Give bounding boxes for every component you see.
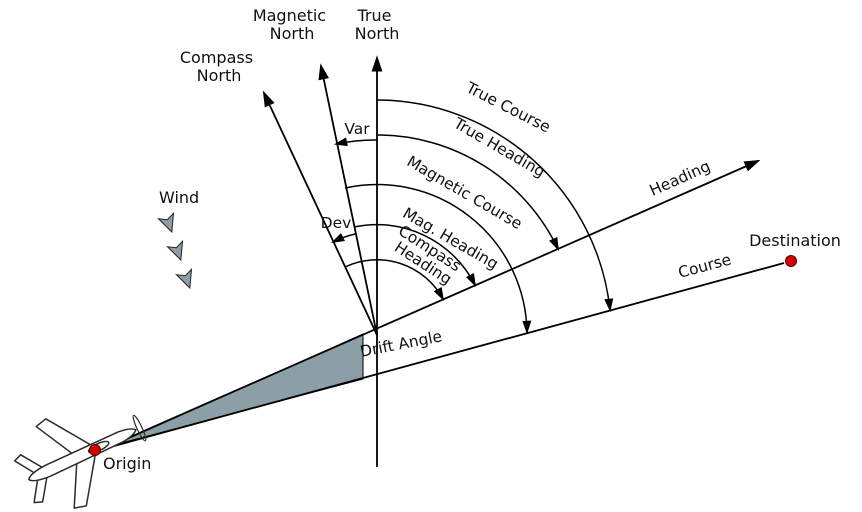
- airplane-propeller: [132, 414, 147, 442]
- destination-dot: [785, 255, 797, 267]
- wind-arrow-icon: [166, 239, 184, 262]
- course-label: Course: [676, 250, 733, 281]
- wind-arrow-icon: [157, 211, 175, 234]
- compass-north-label: Compass North: [180, 48, 258, 85]
- deviation-arc: [330, 232, 356, 244]
- magnetic-north-label: Magnetic North: [253, 6, 331, 43]
- origin-label: Origin: [103, 454, 151, 473]
- origin-dot: [89, 444, 101, 456]
- variation-arc: [333, 137, 378, 147]
- magnetic-course-arc: [344, 183, 532, 335]
- compass-north-line: [262, 90, 378, 336]
- wind-arrows-group: [157, 211, 193, 290]
- true-course-arc: [376, 99, 614, 313]
- drift-angle-label: Drift Angle: [359, 327, 444, 360]
- mag-heading-arc: [353, 223, 477, 288]
- deviation-label: Dev: [321, 214, 352, 232]
- wind-arrow-icon: [175, 267, 193, 290]
- destination-label: Destination: [749, 231, 841, 250]
- compass-heading-arc: [344, 259, 445, 301]
- heading-line: [102, 159, 761, 450]
- variation-label: Var: [344, 120, 370, 138]
- true-heading-arc: [376, 134, 559, 252]
- wind-label: Wind: [159, 188, 199, 207]
- course-line: [102, 262, 785, 450]
- heading-label: Heading: [647, 157, 713, 200]
- airplane-icon: [13, 414, 147, 509]
- true-north-label: True North: [355, 6, 400, 43]
- magnetic-north-line: [318, 63, 378, 336]
